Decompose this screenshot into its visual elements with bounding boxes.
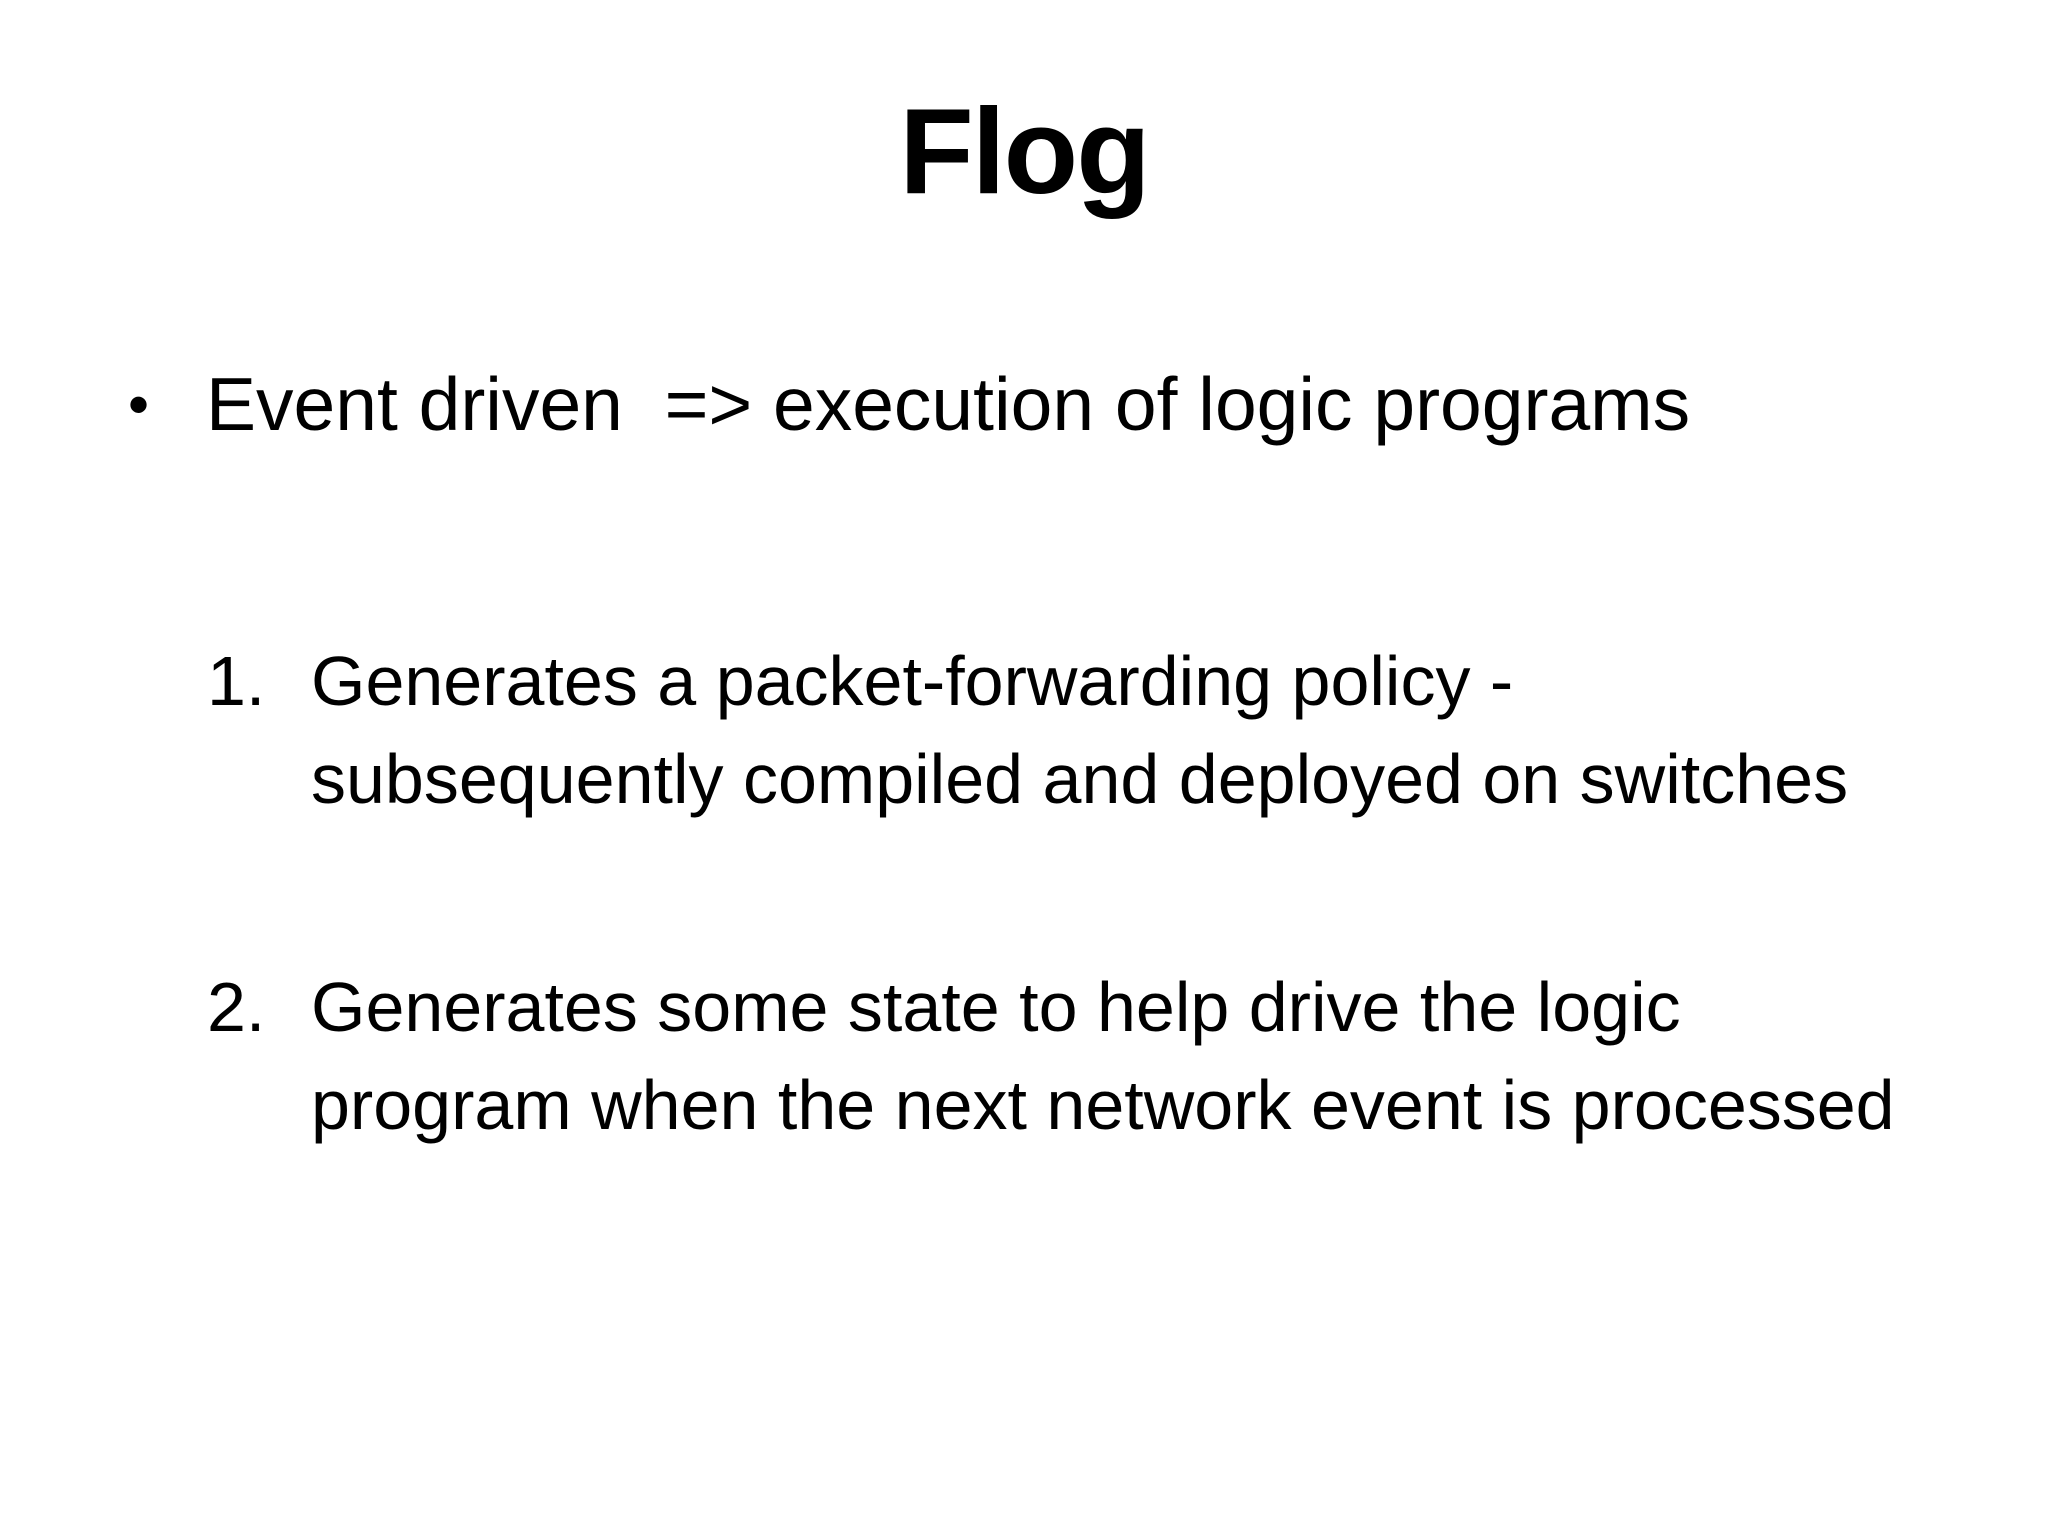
bullet-item: • Event driven => execution of logic pro…: [128, 358, 1690, 452]
numbered-item-2-marker: 2.: [207, 968, 266, 1046]
numbered-item-1-marker: 1.: [207, 642, 266, 720]
numbered-item-2: 2. Generates some state to help drive th…: [207, 958, 1931, 1154]
numbered-item-2-text: Generates some state to help drive the l…: [311, 968, 1895, 1144]
bullet-text: Event driven => execution of logic progr…: [206, 362, 1691, 446]
slide-title: Flog: [899, 83, 1150, 219]
numbered-item-1: 1. Generates a packet-forwarding policy …: [207, 632, 1931, 828]
numbered-item-1-text: Generates a packet-forwarding policy - s…: [311, 642, 1849, 818]
bullet-marker: •: [128, 371, 150, 438]
